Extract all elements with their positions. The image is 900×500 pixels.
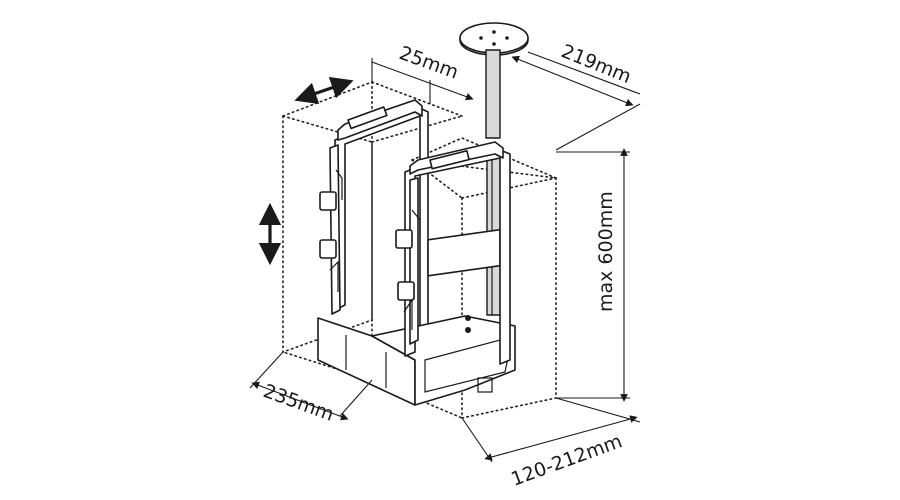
right-side-frame: [395, 141, 511, 365]
dim-label-height: max 600mm: [595, 191, 617, 312]
ceiling-mount: [459, 22, 529, 316]
dim-label-base-width: 120-212mm: [508, 430, 625, 490]
double-arrow-horizontal-icon: [294, 77, 354, 104]
dim-label-top-width: 219mm: [558, 40, 634, 88]
dim-label-top-depth: 25mm: [396, 42, 461, 84]
dim-label-base-depth: 235mm: [260, 380, 336, 426]
dimension-lines: [249, 51, 641, 463]
